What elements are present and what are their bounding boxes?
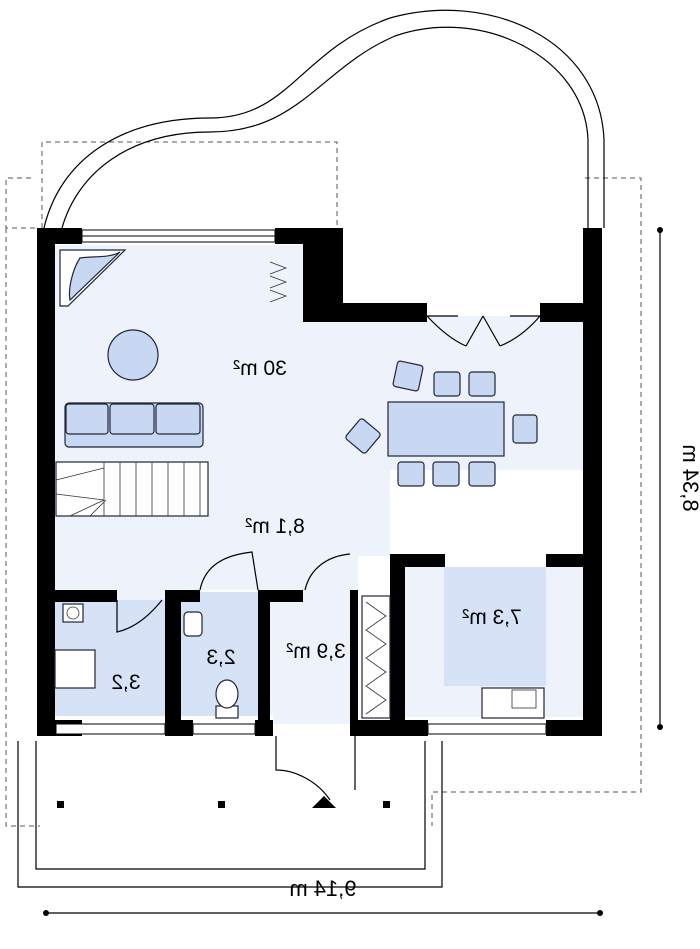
- hall-area-label: 8,1 m²: [245, 515, 305, 538]
- kitchen-island: [444, 567, 546, 686]
- depth-dimension-label: 8,34 m: [678, 444, 700, 511]
- dining-table-icon: [387, 401, 505, 457]
- entry-area-label: 3,9 m²: [286, 640, 346, 663]
- dimension-lines: [43, 227, 663, 916]
- terrace: [17, 741, 443, 888]
- utility-area-label: 3,2: [111, 671, 140, 694]
- sink-icon: [183, 611, 203, 637]
- doors: [116, 315, 541, 801]
- entrance-arrow-icon: [312, 796, 336, 808]
- washing-machine-icon: [54, 649, 96, 689]
- floors: [55, 245, 583, 724]
- width-dimension-label: 9,14 m: [289, 876, 356, 901]
- stove-icon: [481, 687, 545, 719]
- main-floor: [55, 245, 583, 724]
- staircase: [55, 461, 209, 517]
- boiler-icon: [62, 603, 84, 623]
- room-labels: 30 m² 8,1 m² 3,9 m² 7,3 m² 2,3 3,2 9,14 …: [111, 357, 700, 901]
- living-area-label: 30 m²: [233, 357, 287, 380]
- dashed-outlines: [5, 141, 642, 827]
- round-table-icon: [107, 329, 159, 381]
- toilet-icon: [215, 679, 239, 709]
- walls: [37, 228, 602, 736]
- wc-area-label: 2,3: [206, 646, 235, 669]
- kitchen-area-label: 7,3 m²: [462, 606, 522, 629]
- furniture: [54, 249, 545, 719]
- balcony-curve: [43, 9, 605, 229]
- windows: [55, 229, 547, 735]
